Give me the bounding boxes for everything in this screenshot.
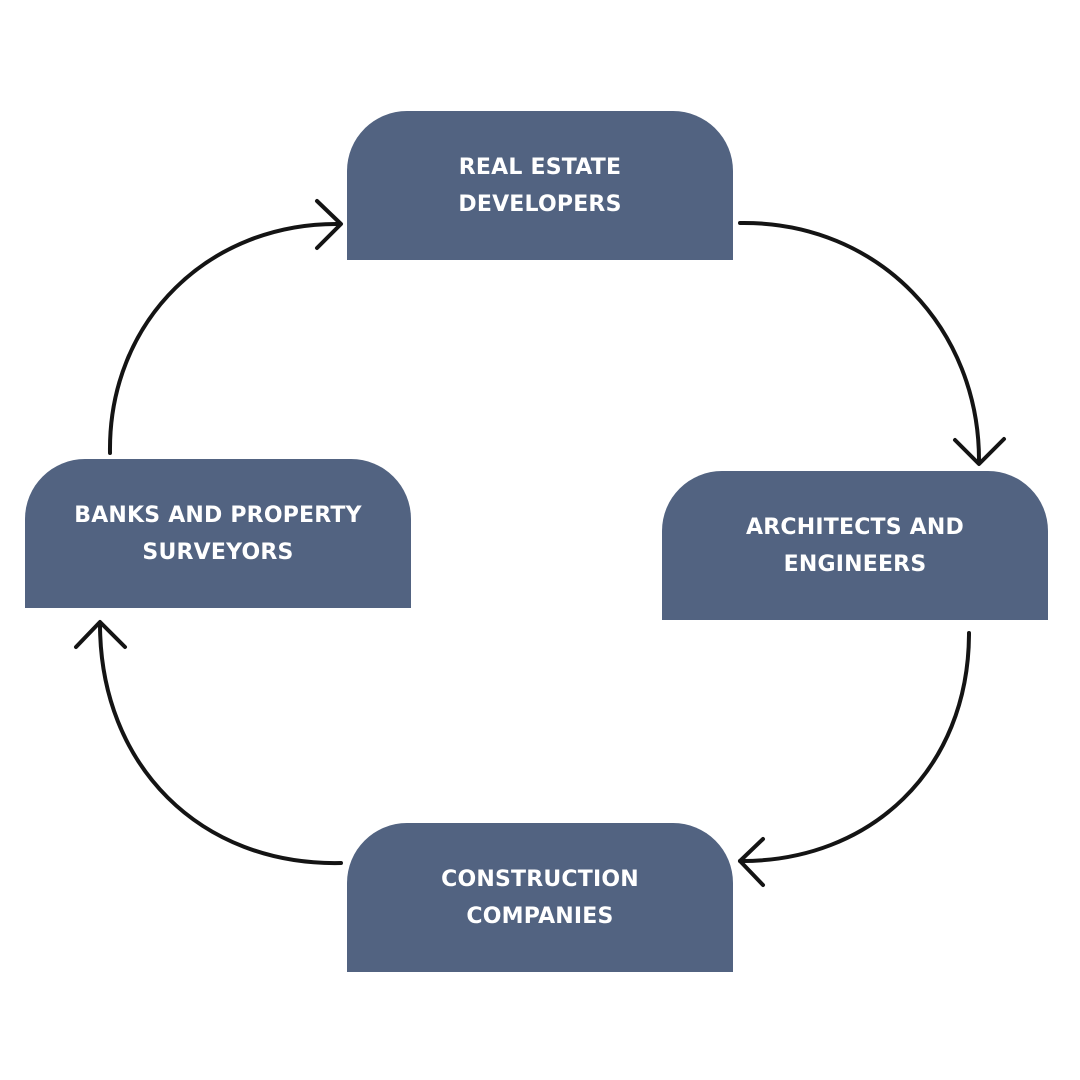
node-real-estate-developers: REAL ESTATE DEVELOPERS (347, 111, 733, 260)
node-label-line: REAL ESTATE (458, 154, 622, 180)
node-label-line: DEVELOPERS (458, 191, 622, 217)
node-label: CONSTRUCTION COMPANIES (441, 861, 639, 935)
arrow-left-to-top (107, 199, 343, 455)
node-label-line: COMPANIES (466, 903, 614, 929)
node-label-line: CONSTRUCTION (441, 866, 639, 892)
node-label-line: ENGINEERS (783, 551, 927, 577)
node-label-line: ARCHITECTS AND (746, 514, 964, 540)
node-label-line: BANKS AND PROPERTY (74, 502, 362, 528)
arrow-bottom-to-left (74, 620, 343, 866)
node-label: REAL ESTATE DEVELOPERS (458, 149, 621, 223)
node-label: BANKS AND PROPERTY SURVEYORS (74, 497, 362, 571)
node-banks-and-property-surveyors: BANKS AND PROPERTY SURVEYORS (25, 459, 411, 608)
node-label: ARCHITECTS AND ENGINEERS (746, 509, 964, 583)
node-construction-companies: CONSTRUCTION COMPANIES (347, 823, 733, 972)
node-label-line: SURVEYORS (142, 539, 294, 565)
arrow-right-to-bottom (738, 631, 971, 887)
node-architects-and-engineers: ARCHITECTS AND ENGINEERS (662, 471, 1048, 620)
arrow-top-to-right (738, 220, 1006, 466)
